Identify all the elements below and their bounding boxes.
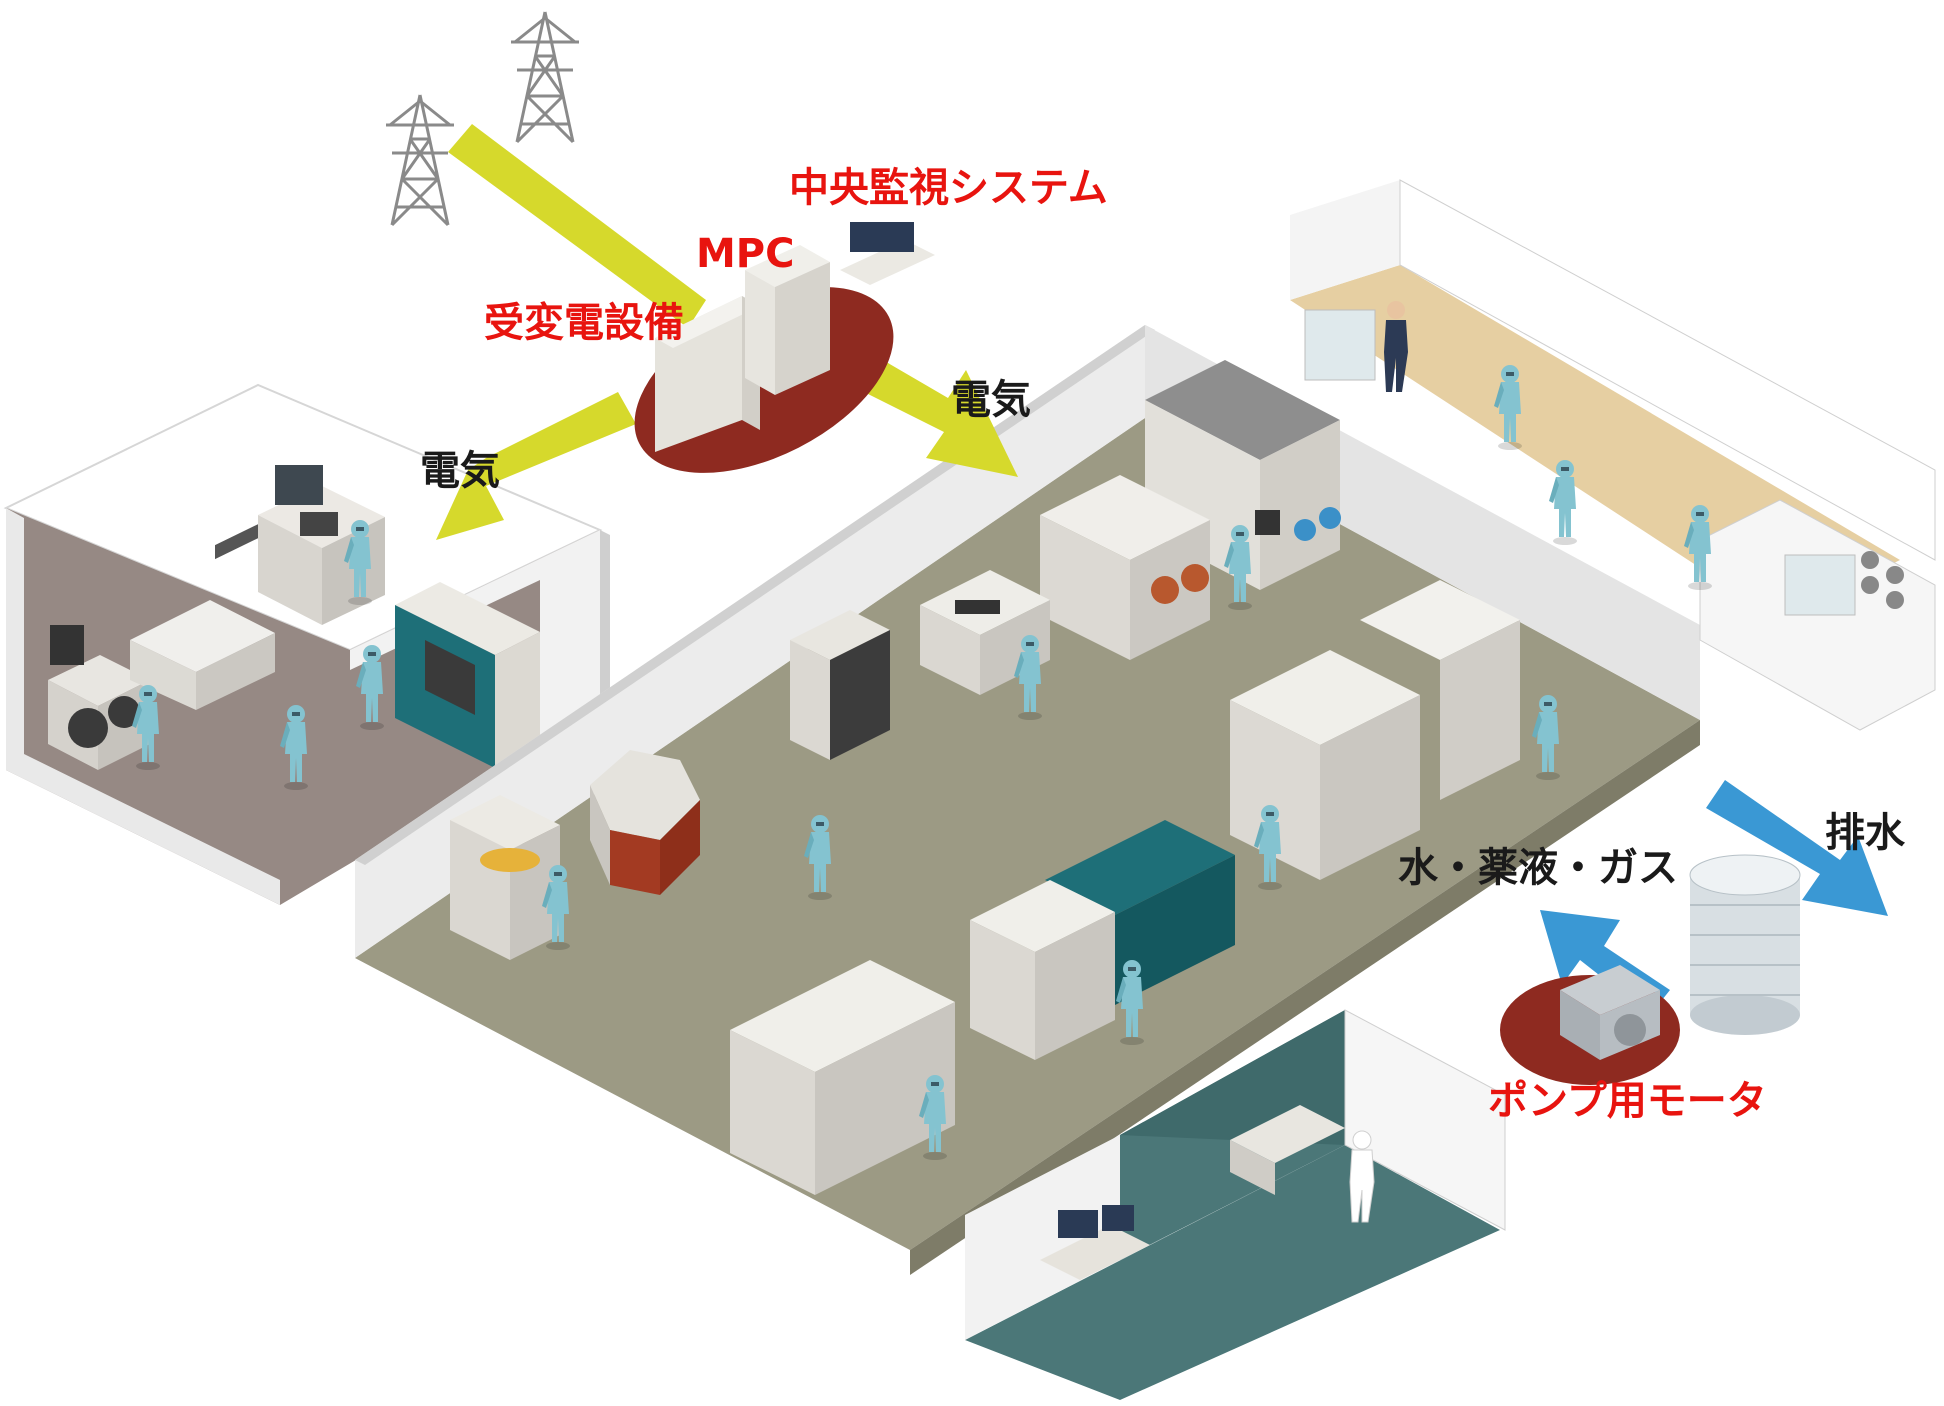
drainage-label: 排水 bbox=[1825, 810, 1905, 856]
pump-motor-label: ポンプ用モータ bbox=[1488, 1078, 1767, 1124]
wafer-polisher bbox=[450, 795, 560, 960]
central-monitoring-label: 中央監視システム bbox=[789, 165, 1108, 211]
mpc-label: MPC bbox=[696, 231, 795, 277]
storage-tank bbox=[1689, 854, 1801, 1035]
wet-bench-tool bbox=[1040, 475, 1210, 660]
substation-label: 受変電設備 bbox=[484, 300, 684, 346]
transmission-tower-icon bbox=[384, 93, 456, 227]
operator-desk bbox=[1040, 1205, 1150, 1280]
mpc-cabinet bbox=[745, 245, 830, 395]
pump-motor bbox=[1560, 965, 1660, 1060]
teal-large-tool bbox=[970, 820, 1235, 1060]
person-in-white-suit bbox=[1349, 1130, 1375, 1223]
electricity-label-right: 電気 bbox=[951, 377, 1031, 423]
inspection-tool bbox=[920, 570, 1050, 695]
monitoring-desk bbox=[840, 222, 935, 285]
power-arrow-main bbox=[448, 124, 706, 328]
gowning-corridor bbox=[1290, 179, 1936, 731]
power-arrow-left bbox=[436, 392, 636, 540]
lab-analyzer bbox=[1230, 1105, 1345, 1195]
teal-process-machine bbox=[395, 582, 540, 768]
transmission-tower-icon bbox=[509, 10, 581, 144]
hexagonal-chamber-tool bbox=[590, 750, 700, 895]
drainage-arrow bbox=[1706, 780, 1888, 916]
walking-person bbox=[1384, 301, 1408, 392]
wafer-mounter bbox=[130, 523, 275, 710]
process-tool-row bbox=[1230, 580, 1520, 880]
wet-station-row bbox=[730, 960, 955, 1195]
dicing-machine bbox=[48, 625, 150, 770]
furnace-tool bbox=[790, 610, 890, 760]
water-chem-gas-label: 水・薬液・ガス bbox=[1398, 845, 1678, 891]
electricity-label-left: 電気 bbox=[420, 448, 500, 494]
main-floor bbox=[355, 325, 1700, 1275]
power-arrow-right bbox=[856, 356, 1018, 477]
